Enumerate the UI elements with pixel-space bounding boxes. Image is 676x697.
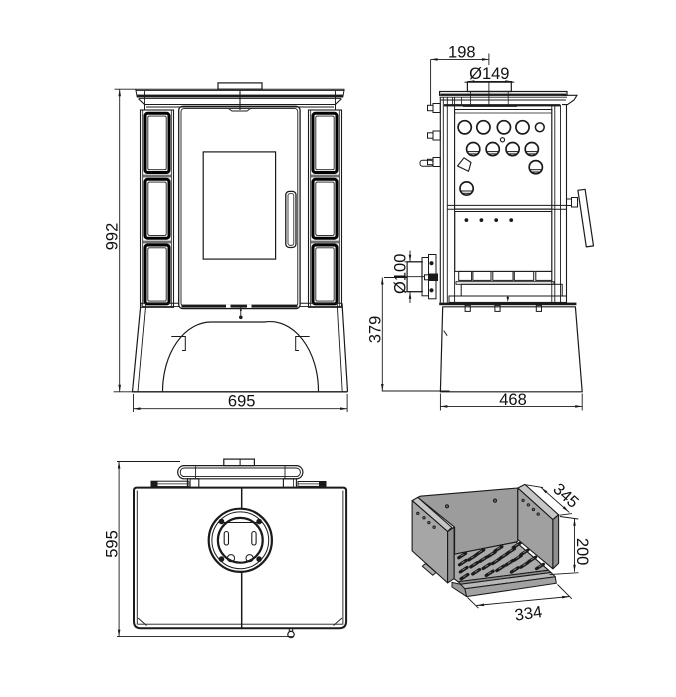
svg-text:Ø149: Ø149 — [469, 65, 509, 83]
svg-text:334: 334 — [514, 603, 544, 625]
svg-text:200: 200 — [573, 538, 591, 566]
svg-text:Ø100: Ø100 — [391, 254, 409, 294]
svg-text:198: 198 — [448, 44, 476, 62]
svg-text:695: 695 — [228, 393, 256, 411]
svg-text:379: 379 — [367, 316, 385, 344]
svg-text:595: 595 — [104, 530, 122, 558]
svg-text:468: 468 — [499, 391, 527, 409]
svg-text:345: 345 — [549, 480, 582, 512]
svg-text:992: 992 — [103, 223, 121, 251]
